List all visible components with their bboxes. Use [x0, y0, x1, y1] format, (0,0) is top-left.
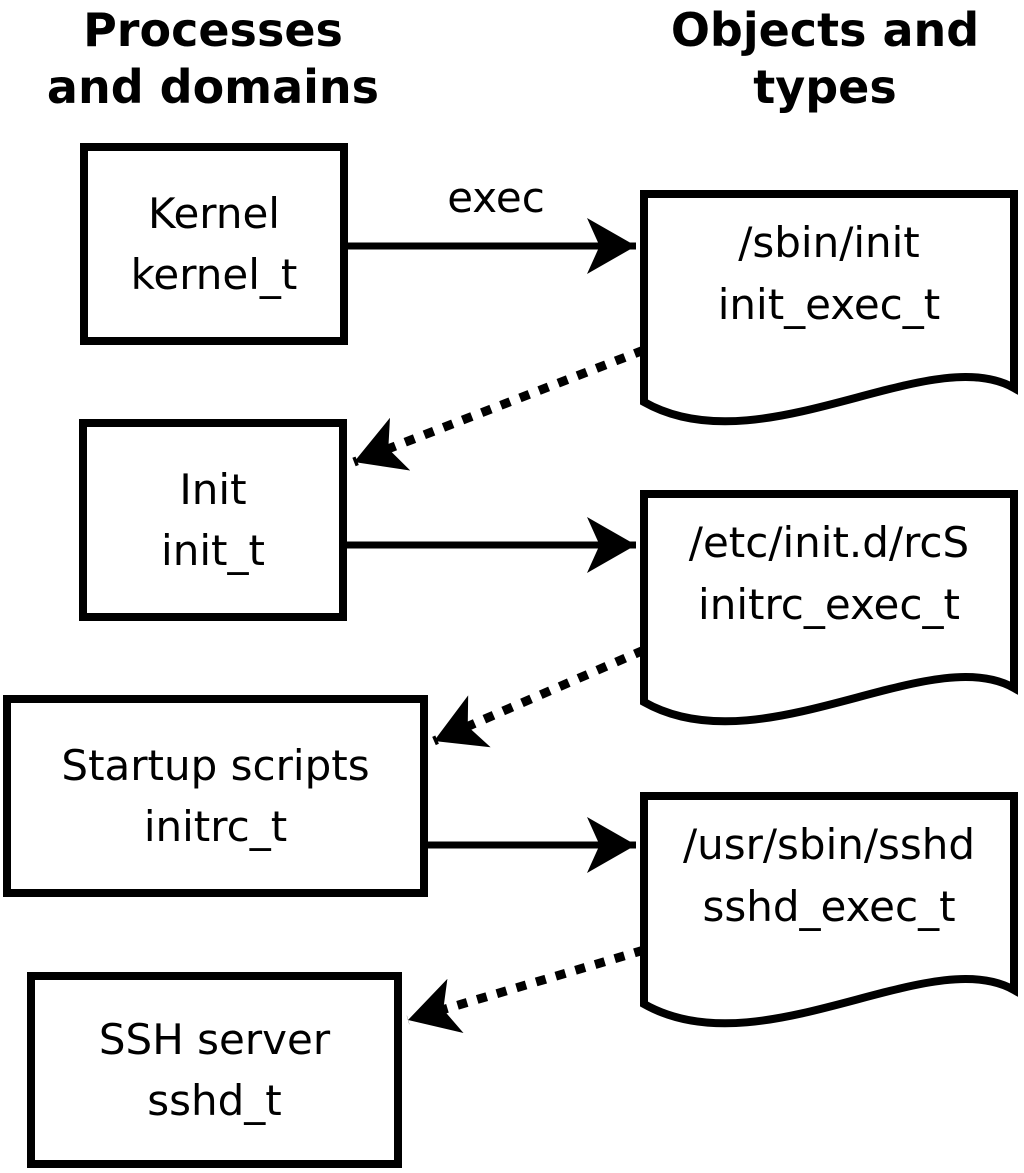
column-header-objects-line1: Objects and	[670, 3, 980, 57]
column-header-objects: Objects and types	[630, 2, 1020, 116]
object-doc-text: /etc/init.d/rcS initrc_exec_t	[640, 512, 1018, 636]
transition-arrow-to-initrc-t	[432, 645, 646, 748]
object-doc-etc-initd-rcs: /etc/init.d/rcS initrc_exec_t	[640, 490, 1018, 735]
object-doc-text: /sbin/init init_exec_t	[640, 212, 1018, 336]
process-box-ssh-server: SSH server sshd_t	[27, 972, 402, 1168]
column-header-processes-line1: Processes	[83, 3, 343, 57]
process-box-init: Init init_t	[79, 419, 347, 621]
process-domain: init_t	[161, 526, 265, 575]
process-box-startup-scripts: Startup scripts initrc_t	[3, 695, 428, 897]
object-doc-text: /usr/sbin/sshd sshd_exec_t	[640, 814, 1018, 938]
process-domain: initrc_t	[143, 802, 288, 851]
document-shape-icon	[640, 190, 1018, 426]
object-doc-sbin-init: /sbin/init init_exec_t	[640, 190, 1018, 435]
process-label: Kernel	[148, 189, 280, 238]
process-box-kernel: Kernel kernel_t	[80, 143, 348, 345]
object-type: sshd_exec_t	[702, 882, 956, 931]
object-path: /sbin/init	[738, 218, 920, 267]
column-header-processes: Processes and domains	[18, 2, 408, 116]
object-type: init_exec_t	[717, 280, 941, 329]
process-label: Startup scripts	[61, 741, 370, 790]
object-doc-usr-sbin-sshd: /usr/sbin/sshd sshd_exec_t	[640, 792, 1018, 1037]
object-type: initrc_exec_t	[698, 580, 960, 629]
object-path: /etc/init.d/rcS	[688, 518, 970, 567]
exec-arrow-label: exec	[447, 173, 545, 222]
column-header-objects-line2: types	[753, 60, 897, 114]
document-shape-icon	[640, 792, 1018, 1028]
document-shape-icon	[640, 490, 1018, 726]
column-header-processes-line2: and domains	[46, 60, 380, 114]
process-label: Init	[179, 465, 247, 514]
process-domain: kernel_t	[130, 250, 298, 299]
transition-arrow-to-init-t	[352, 345, 646, 471]
process-domain: sshd_t	[147, 1076, 282, 1125]
transition-arrow-to-sshd-t	[406, 945, 646, 1034]
object-path: /usr/sbin/sshd	[682, 820, 976, 869]
process-label: SSH server	[98, 1015, 331, 1064]
